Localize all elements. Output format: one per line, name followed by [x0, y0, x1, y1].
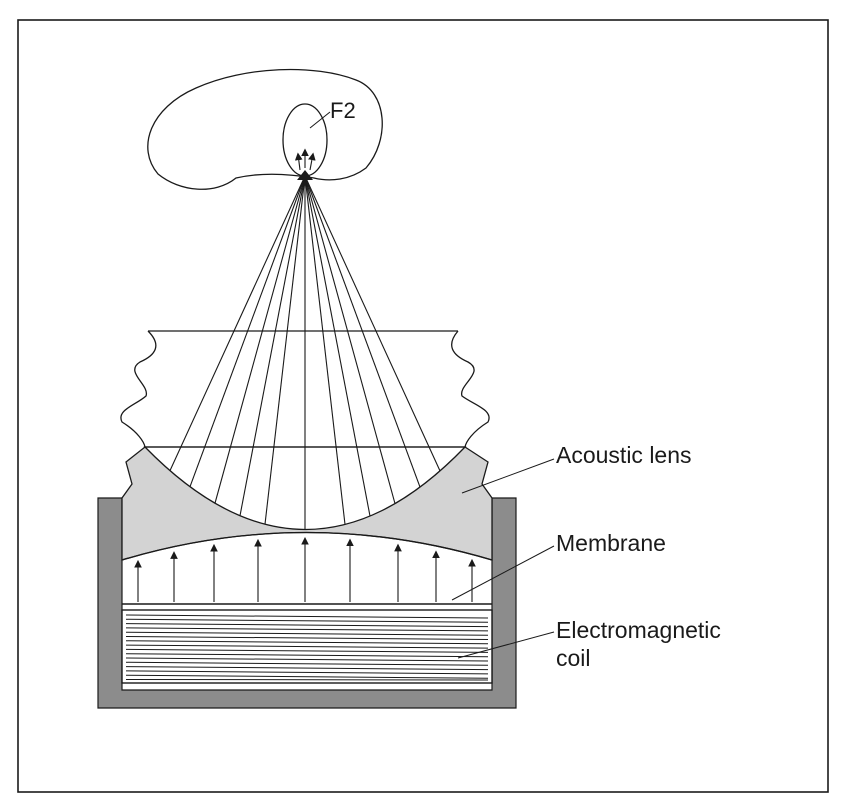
ray-10 [304, 175, 421, 488]
cushion-left-bellow [120, 330, 157, 448]
ray-1 [169, 175, 306, 471]
coil-winding-12 [125, 661, 489, 666]
membrane-leader [451, 545, 555, 601]
coil-winding-16 [125, 679, 489, 681]
acoustic-lens-label: Acoustic lens [556, 442, 692, 468]
coil-winding-7 [125, 640, 489, 645]
cushion-right-bellow [451, 330, 490, 448]
focal-arrow-right [308, 152, 316, 171]
coil-winding-13 [125, 666, 489, 671]
coil-winding-4 [125, 627, 489, 632]
patient-body-outline [147, 68, 383, 190]
ray-9 [304, 175, 396, 504]
coil-leader [457, 631, 555, 659]
figure-frame [17, 19, 829, 793]
membrane-arrows [134, 536, 476, 602]
coil-winding-15 [125, 674, 489, 679]
coil-winding-5 [125, 631, 489, 636]
membrane-label: Membrane [556, 530, 666, 556]
coil-winding-3 [125, 623, 489, 628]
coil-label-line2: coil [556, 645, 591, 671]
coil-winding-11 [125, 657, 489, 662]
ray-3 [214, 175, 306, 504]
ray-5 [264, 175, 306, 525]
coil-winding-9 [125, 648, 489, 653]
acoustic-lens-leader [461, 458, 555, 494]
coil-winding-2 [125, 618, 489, 623]
focus-label: F2 [330, 98, 356, 123]
ray-2 [189, 175, 306, 487]
focused-rays [169, 175, 441, 530]
ray-7 [304, 175, 346, 525]
focal-point-marker [297, 170, 313, 180]
ray-4 [239, 175, 306, 516]
coil-winding-6 [125, 636, 489, 640]
membrane-curve [121, 531, 493, 561]
focus-leader [309, 111, 331, 129]
coil-label-line1: Electromagnetic [556, 617, 721, 643]
ray-8 [304, 175, 371, 517]
ray-11 [304, 175, 441, 472]
focal-arrow-left [294, 152, 303, 171]
coil-winding-8 [125, 644, 489, 649]
coil-winding-1 [125, 614, 489, 619]
coil-windings [125, 614, 489, 681]
coil-winding-14 [125, 670, 489, 675]
coil-winding-10 [125, 653, 489, 658]
